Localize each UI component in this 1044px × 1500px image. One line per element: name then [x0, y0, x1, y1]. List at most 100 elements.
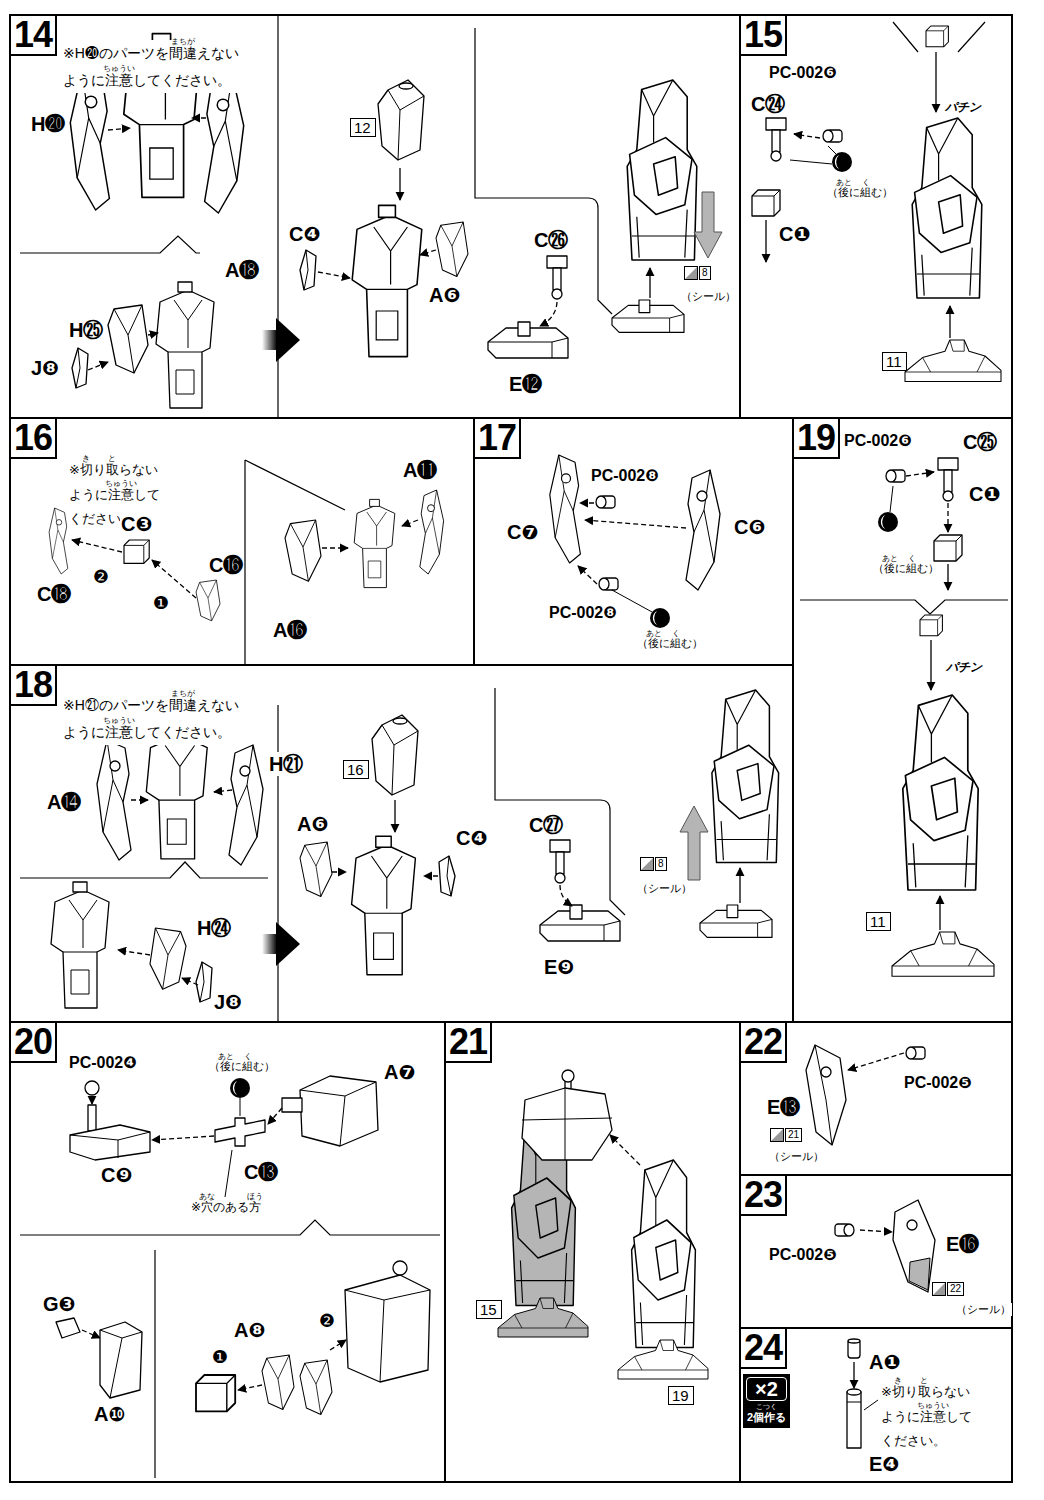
step20-art — [100, 1330, 142, 1398]
label-holder: E⓭ — [766, 1095, 801, 1119]
label-holder: き — [82, 454, 90, 463]
step14-art — [205, 75, 244, 213]
step24-art — [853, 1362, 854, 1388]
step24-art — [847, 1392, 861, 1448]
step18-art — [20, 862, 268, 878]
label-holder: あと — [218, 1052, 234, 1061]
small-note: （シール） — [680, 290, 737, 303]
step-number: 21 — [446, 1023, 492, 1063]
step18-art — [680, 806, 708, 880]
step20-art — [225, 1150, 232, 1197]
step18-art — [739, 868, 740, 903]
subassembly-ref: 12 — [350, 118, 376, 137]
step18-art — [229, 745, 263, 865]
label-holder: A❻ — [428, 283, 461, 307]
step14-art — [627, 80, 697, 260]
step20-art — [154, 1250, 155, 1478]
step16-art — [72, 540, 122, 552]
step19-art — [920, 615, 942, 636]
step18-art — [182, 978, 198, 985]
step19-art — [800, 600, 1008, 614]
label-holder: ちゅうい — [917, 1401, 949, 1410]
sticker-ref: 22 — [932, 1282, 966, 1296]
label-holder: ちゅうい — [103, 64, 135, 73]
furigana: ほう — [247, 1192, 263, 1201]
step21-art — [618, 1340, 708, 1379]
label-holder: E⓰ — [945, 1232, 980, 1256]
label-holder: H⓴ — [30, 112, 66, 136]
step22-art — [815, 1045, 832, 1145]
label-holder: E⓬ — [508, 372, 543, 396]
polycap-label: PC-002❽ — [590, 465, 660, 487]
step19-art — [947, 564, 948, 590]
step20-art — [70, 1125, 150, 1160]
label-holder: PC-002❺ — [903, 1072, 973, 1094]
step16-art — [354, 499, 395, 587]
step14-art — [108, 305, 148, 373]
step20-art — [230, 1078, 250, 1098]
label-holder: （後に組む） — [872, 562, 940, 575]
part-label: H㉔ — [196, 916, 232, 940]
subassembly-ref: 11 — [866, 912, 891, 931]
sound-effect: パチン — [945, 660, 983, 674]
step18-art — [300, 842, 332, 896]
step14-art — [108, 128, 130, 130]
part-label: A❽ — [233, 1318, 266, 1342]
part-label: C❶ — [778, 222, 811, 246]
step-number: 17 — [475, 419, 521, 459]
label-holder: A⓰ — [272, 618, 308, 642]
label-holder: PC-002❺ — [768, 1244, 838, 1266]
label-holder: C⓲ — [36, 582, 72, 606]
step14-art — [262, 318, 300, 362]
label-holder: H㉕ — [68, 318, 104, 342]
repeat-note: 2個作る — [746, 1411, 787, 1424]
step23-art — [893, 1200, 935, 1292]
part-label: C⓲ — [36, 582, 72, 606]
part-label: A❼ — [383, 1060, 416, 1084]
step24-art — [847, 1389, 861, 1395]
sticker-icon — [770, 1128, 784, 1142]
step15-art — [766, 118, 786, 161]
label-holder: G❸ — [42, 1292, 77, 1316]
step19-art — [906, 472, 934, 476]
label-holder: ❶ — [152, 592, 170, 614]
part-label: A❻ — [296, 812, 329, 836]
step-number: 18 — [11, 666, 57, 706]
step21-art — [632, 1160, 696, 1348]
label-holder: （シール） — [768, 1150, 825, 1163]
furigana: く — [244, 1052, 252, 1061]
part-label: A❶ — [868, 1350, 901, 1374]
step20-art — [393, 1261, 407, 1275]
step17-art — [580, 502, 594, 503]
part-label: C❹ — [288, 222, 321, 246]
label-holder: C❶ — [968, 482, 1001, 506]
label-holder: （シール） — [680, 290, 737, 303]
step-number: 16 — [11, 419, 57, 459]
label-holder: く — [244, 1052, 252, 1061]
step19-art — [938, 458, 958, 501]
step15-art — [912, 118, 982, 298]
sticker-icon — [641, 858, 654, 871]
step19-art — [939, 896, 940, 930]
sticker-icon — [933, 1283, 946, 1296]
sticker-icon — [641, 858, 653, 870]
step15-art — [794, 134, 820, 138]
label-holder: （後に組む） — [208, 1060, 276, 1073]
label-holder: ❷ — [318, 1310, 336, 1332]
step-panel: 211519 — [445, 1022, 740, 1482]
label-holder: C❸ — [120, 512, 153, 536]
step18-art — [146, 727, 207, 859]
step15-art — [926, 26, 948, 47]
step-number: 14 — [11, 16, 57, 56]
furigana: あと — [218, 1052, 234, 1061]
step15-art — [832, 152, 852, 172]
step14-art — [475, 28, 612, 314]
step18-art — [372, 715, 418, 795]
part-label: A⓰ — [272, 618, 308, 642]
label-holder: （シール） — [955, 1303, 1012, 1316]
step14-art — [88, 362, 108, 370]
label-holder: E❹ — [868, 1452, 900, 1476]
step14-art — [399, 168, 400, 200]
